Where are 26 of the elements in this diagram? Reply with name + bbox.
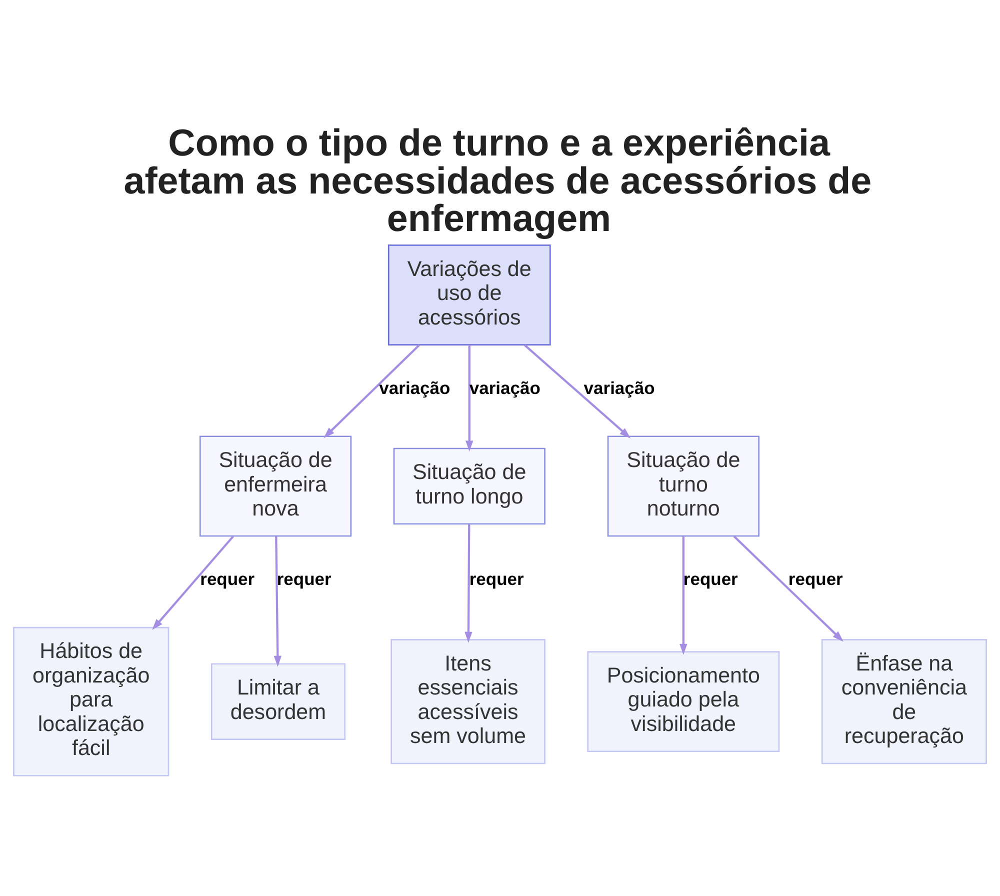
edge-label: variação xyxy=(379,377,450,398)
edge-label: variação xyxy=(584,377,655,398)
edge-label: requer xyxy=(683,568,738,588)
node-box: Limitar a desordem xyxy=(210,662,346,740)
node-box: Ënfase na conveniência de recuperação xyxy=(821,638,987,764)
arrow xyxy=(152,535,234,630)
edge-label: requer xyxy=(200,568,255,588)
arrow xyxy=(680,536,688,654)
arrow xyxy=(274,536,282,666)
edge-label: requer xyxy=(788,568,843,588)
node-box: Variações de uso de acessórios xyxy=(388,244,551,346)
edge-label: requer xyxy=(276,568,332,588)
node-box: Posicionamento guiado pela visibilidade xyxy=(587,650,780,752)
arrow xyxy=(524,344,631,438)
edge-label: requer xyxy=(469,568,524,588)
arrow xyxy=(464,524,472,642)
arrow xyxy=(324,344,420,438)
node-box: Situação de turno longo xyxy=(393,447,546,524)
node-box: Itens essenciais acessíveis sem volume xyxy=(390,638,546,764)
arrow xyxy=(466,344,474,452)
diagram-title: Como o tipo de turno e a experiência afetam as necessidades de acessórios de enfermagem xyxy=(124,121,872,238)
node-box: Situação de turno noturno xyxy=(607,435,760,536)
edge-label: variação xyxy=(469,377,540,398)
node-box: Situação de enfermeira nova xyxy=(199,435,352,536)
arrow xyxy=(733,535,844,642)
node-box: Hábitos de organização para localização fácil xyxy=(13,626,170,776)
